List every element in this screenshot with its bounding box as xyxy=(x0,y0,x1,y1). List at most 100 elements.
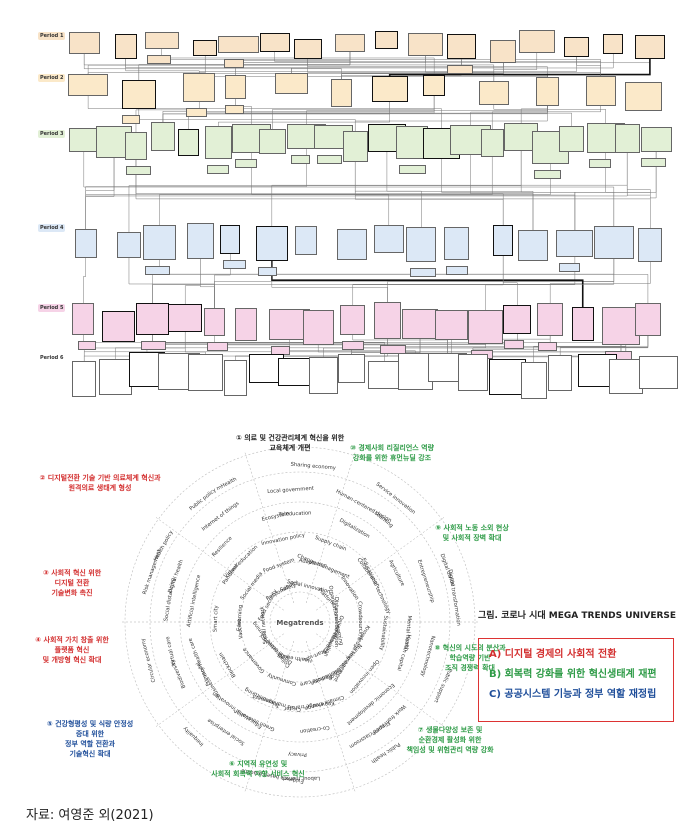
wheel-term: Digitalization xyxy=(338,518,370,540)
network-connectors xyxy=(83,40,657,381)
trend-node xyxy=(593,226,634,260)
trend-node xyxy=(334,34,366,53)
theme-label-8: ⑧ 혁신의 시도의 분산과 xyxy=(434,643,506,652)
theme-label-5: 정부 역할 전환과 xyxy=(65,739,116,748)
trend-node xyxy=(538,341,557,351)
period-label-6: Period 6 xyxy=(38,354,66,362)
theme-label-5: 증대 위한 xyxy=(76,729,105,738)
trend-node xyxy=(534,169,562,179)
legend-item-c: C) 공공시스템 기능과 정부 역할 재정립 xyxy=(489,689,657,700)
sector-divider xyxy=(154,515,284,611)
trend-node xyxy=(101,311,136,342)
trend-node xyxy=(556,229,594,257)
trend-node xyxy=(490,39,517,64)
trend-node xyxy=(98,359,132,395)
trend-node xyxy=(258,129,287,154)
wheel-term: Social enterprise xyxy=(206,717,246,746)
trend-node xyxy=(68,32,100,55)
wheel-term: mHealth xyxy=(216,476,238,492)
trend-node xyxy=(548,355,573,391)
connector-line xyxy=(626,138,651,245)
wheel-term: Sharing economy xyxy=(290,462,336,472)
connector-line xyxy=(83,139,615,243)
theme-label-6: 사회적 회복력 지향 서비스 혁신 xyxy=(211,769,304,778)
wheel-term: Artificial intelligence xyxy=(186,574,202,627)
trend-node xyxy=(114,34,137,59)
trend-node xyxy=(68,73,108,97)
trend-node xyxy=(78,341,97,351)
connector-line xyxy=(138,43,351,95)
connector-line xyxy=(549,244,651,320)
trend-node xyxy=(278,358,313,387)
trend-node xyxy=(407,33,443,56)
trend-node xyxy=(121,80,157,109)
trend-node xyxy=(126,165,152,175)
theme-label-3: ③ 사회적 혁신 위한 xyxy=(43,568,102,577)
wheel-term: Responsibility xyxy=(265,579,299,602)
theme-label-7: 책임성 및 위험관리 역량 강화 xyxy=(406,745,494,754)
wheel-term: Service innovation xyxy=(375,481,417,515)
theme-label-9: 및 사회적 장벽 확대 xyxy=(443,533,502,542)
trend-node xyxy=(72,360,97,397)
trend-node xyxy=(258,266,278,276)
trend-node xyxy=(302,309,334,346)
wheel-term: Crowdsourcing xyxy=(356,601,363,640)
theme-label-4: ④ 사회적 가치 창출 위한 xyxy=(35,635,109,644)
connector-line xyxy=(83,43,495,93)
wheel-term: Risk management xyxy=(142,549,163,596)
trend-node xyxy=(150,122,176,152)
wheel-term: Biodiversity xyxy=(170,659,188,689)
trend-node xyxy=(641,157,666,167)
wheel-term: Smart city xyxy=(213,605,220,632)
trend-node xyxy=(559,125,585,152)
connector-line xyxy=(85,142,115,244)
connector-line xyxy=(354,146,422,245)
trend-node xyxy=(468,309,504,344)
source-note: 자료: 여영준 외(2021) xyxy=(26,808,154,823)
sector-divider xyxy=(305,640,356,794)
sector-divider xyxy=(244,450,295,604)
trend-node xyxy=(638,227,663,262)
theme-label-9: ⑨ 사회적 노동 소외 현상 xyxy=(435,523,509,532)
wheel-term: Safety xyxy=(279,582,297,593)
trend-node xyxy=(168,303,203,332)
wheel-term: Social network xyxy=(259,606,268,644)
period-label-3: Period 3 xyxy=(38,130,66,138)
trend-node xyxy=(121,115,141,124)
legend-item-b: B) 회복력 강화를 위한 혁신생태계 재편 xyxy=(489,669,657,680)
trend-node xyxy=(293,39,322,59)
connector-line xyxy=(352,242,615,320)
trend-node xyxy=(187,223,214,259)
trend-node xyxy=(74,228,97,258)
trend-node xyxy=(316,155,343,165)
theme-label-1: 교육체계 개편 xyxy=(269,443,310,452)
period-label-4: Period 4 xyxy=(38,224,66,232)
trend-node xyxy=(224,59,245,69)
theme-label-6: ⑥ 지역적 유연성 및 xyxy=(229,759,288,768)
trend-node xyxy=(585,76,616,106)
trend-node xyxy=(571,307,594,341)
trend-node xyxy=(603,34,624,54)
connector-line xyxy=(87,84,442,144)
trend-node xyxy=(373,224,404,254)
trend-node xyxy=(204,125,232,160)
trend-node xyxy=(601,307,641,345)
trend-node xyxy=(308,357,338,395)
trend-node xyxy=(371,75,408,102)
trend-node xyxy=(144,32,179,50)
wheel-center-label: Megatrends xyxy=(276,619,323,627)
wheel-term: Local government xyxy=(267,486,314,495)
trend-node xyxy=(447,64,473,74)
trend-node xyxy=(193,39,218,57)
trend-node xyxy=(444,226,469,260)
trend-node xyxy=(380,345,407,355)
trend-node xyxy=(340,304,366,335)
trend-node xyxy=(178,128,200,157)
trend-node xyxy=(520,361,547,399)
trend-node xyxy=(640,126,672,152)
trend-node xyxy=(374,302,401,340)
trend-node xyxy=(398,353,433,391)
trend-node xyxy=(504,339,524,349)
trend-node xyxy=(337,228,368,260)
